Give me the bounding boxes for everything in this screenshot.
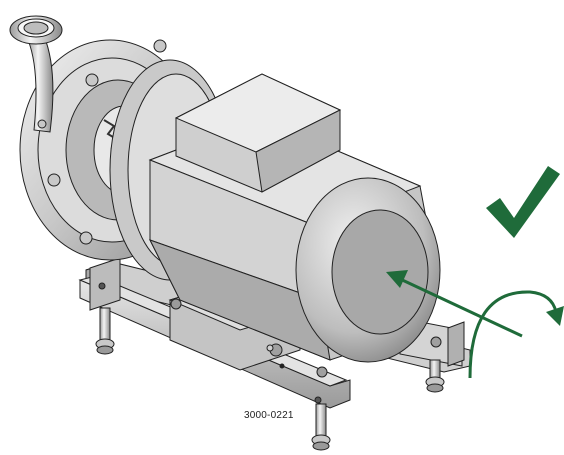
rotation-arrow-icon — [468, 290, 564, 379]
check-mark-icon — [486, 166, 560, 238]
figure-reference-code: 3000-0221 — [244, 410, 294, 421]
motor — [148, 73, 441, 363]
direction-arrow-icon — [386, 270, 523, 338]
support-feet — [95, 307, 445, 451]
